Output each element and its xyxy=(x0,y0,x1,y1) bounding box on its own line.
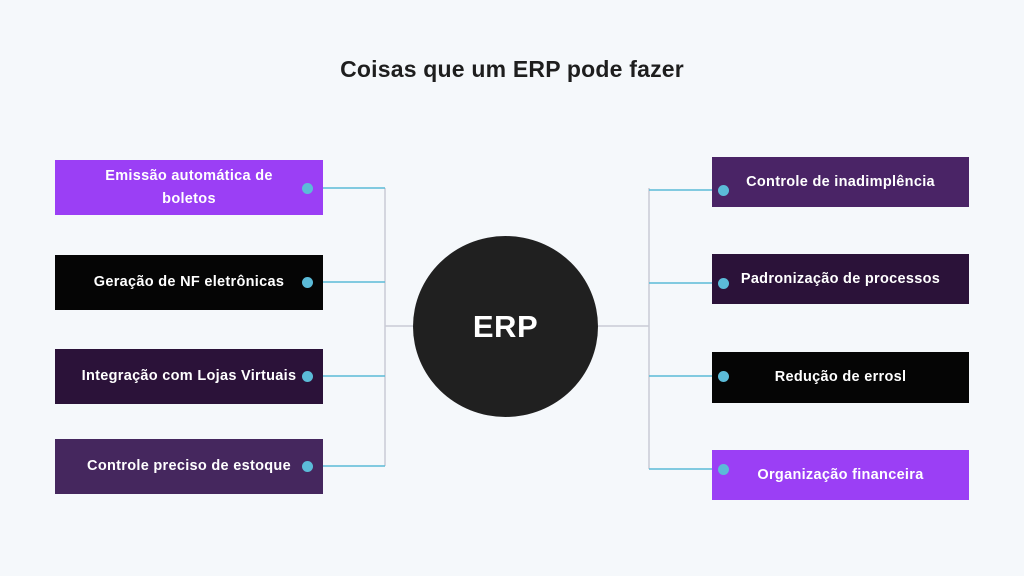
right-item-organizacao-financeira: Organização financeira xyxy=(712,450,969,500)
right-item-label: Padronização de processos xyxy=(740,270,941,287)
left-item-geracao-nf: Geração de NF eletrônicas xyxy=(55,255,323,310)
right-connector-dot xyxy=(717,277,729,289)
right-item-label: Controle de inadimplência xyxy=(746,173,935,190)
diagram-title: Coisas que um ERP pode fazer xyxy=(340,56,684,82)
left-item-label: Geração de NF eletrônicas xyxy=(93,274,285,290)
right-item-reducao-erros: Redução de errosl xyxy=(712,352,969,403)
left-item-label: Integração com Lojas Virtuais xyxy=(81,368,297,384)
left-item-controle-estoque: Controle preciso de estoque xyxy=(55,439,323,494)
left-connector-dot xyxy=(301,460,313,472)
right-item-label: Redução de errosl xyxy=(774,369,907,385)
left-item-emissao-boletos: Emissão automática de boletos xyxy=(55,160,323,215)
right-connector-dot xyxy=(717,463,729,475)
left-connector-dot xyxy=(301,370,313,382)
right-item-controle-inadimplencia: Controle de inadimplência xyxy=(712,157,969,207)
erp-hub-circle: ERP xyxy=(413,236,598,417)
right-connector-dot xyxy=(717,184,729,196)
left-item-label: Controle preciso de estoque xyxy=(87,458,291,474)
left-item-label: Emissão automática de boletos xyxy=(105,167,273,207)
left-connector-dot xyxy=(301,182,313,194)
right-connector-dot xyxy=(717,370,729,382)
left-connector-dot xyxy=(301,276,313,288)
right-item-label: Organização financeira xyxy=(757,466,924,483)
left-item-integracao-lojas: Integração com Lojas Virtuais xyxy=(55,349,323,404)
hub-label: ERP xyxy=(472,308,539,344)
right-item-padronizacao-processos: Padronização de processos xyxy=(712,254,969,304)
